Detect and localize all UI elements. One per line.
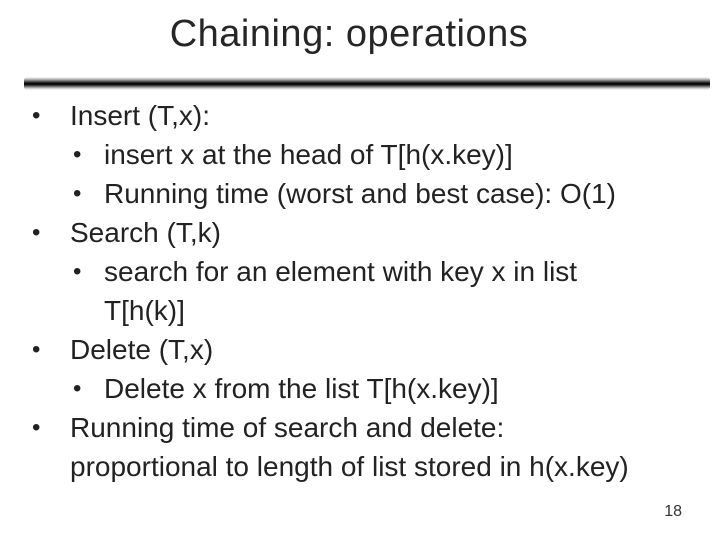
bullet-marker: • bbox=[73, 141, 82, 168]
bullet-marker: • bbox=[73, 258, 82, 285]
bullet-text: Search (T,k) bbox=[70, 217, 221, 248]
bullet-marker: • bbox=[32, 336, 41, 363]
bullet-item: • Insert (T,x): bbox=[0, 96, 720, 135]
bullet-text: search for an element with key x in list… bbox=[104, 256, 578, 326]
title-divider-rule bbox=[24, 77, 710, 90]
page-number: 18 bbox=[664, 503, 682, 520]
bullet-text: Running time of search and delete: propo… bbox=[70, 412, 629, 482]
bullet-item: • Running time of search and delete: prop… bbox=[0, 408, 720, 486]
bullet-item: • Running time (worst and best case): O(1… bbox=[0, 174, 720, 213]
bullet-marker: • bbox=[73, 180, 82, 207]
bullet-marker: • bbox=[32, 102, 41, 129]
bullet-item: • insert x at the head of T[h(x.key)] bbox=[0, 135, 720, 174]
bullet-marker: • bbox=[73, 375, 82, 402]
bullet-item: • Search (T,k) bbox=[0, 213, 720, 252]
bullet-item: • Delete x from the list T[h(x.key)] bbox=[0, 369, 720, 408]
slide-title: Chaining: operations bbox=[169, 13, 529, 55]
bullet-list: • Insert (T,x): • insert x at the head of T… bbox=[0, 96, 720, 486]
bullet-item: • search for an element with key x in lis… bbox=[0, 252, 720, 330]
bullet-text: Insert (T,x): bbox=[70, 100, 211, 131]
bullet-marker: • bbox=[32, 219, 41, 246]
bullet-text: insert x at the head of T[h(x.key)] bbox=[104, 139, 513, 170]
bullet-text: Delete (T,x) bbox=[70, 334, 214, 365]
bullet-text: Running time (worst and best case): O(1) bbox=[104, 178, 616, 209]
bullet-marker: • bbox=[32, 414, 41, 441]
bullet-text: Delete x from the list T[h(x.key)] bbox=[104, 373, 499, 404]
bullet-item: • Delete (T,x) bbox=[0, 330, 720, 369]
